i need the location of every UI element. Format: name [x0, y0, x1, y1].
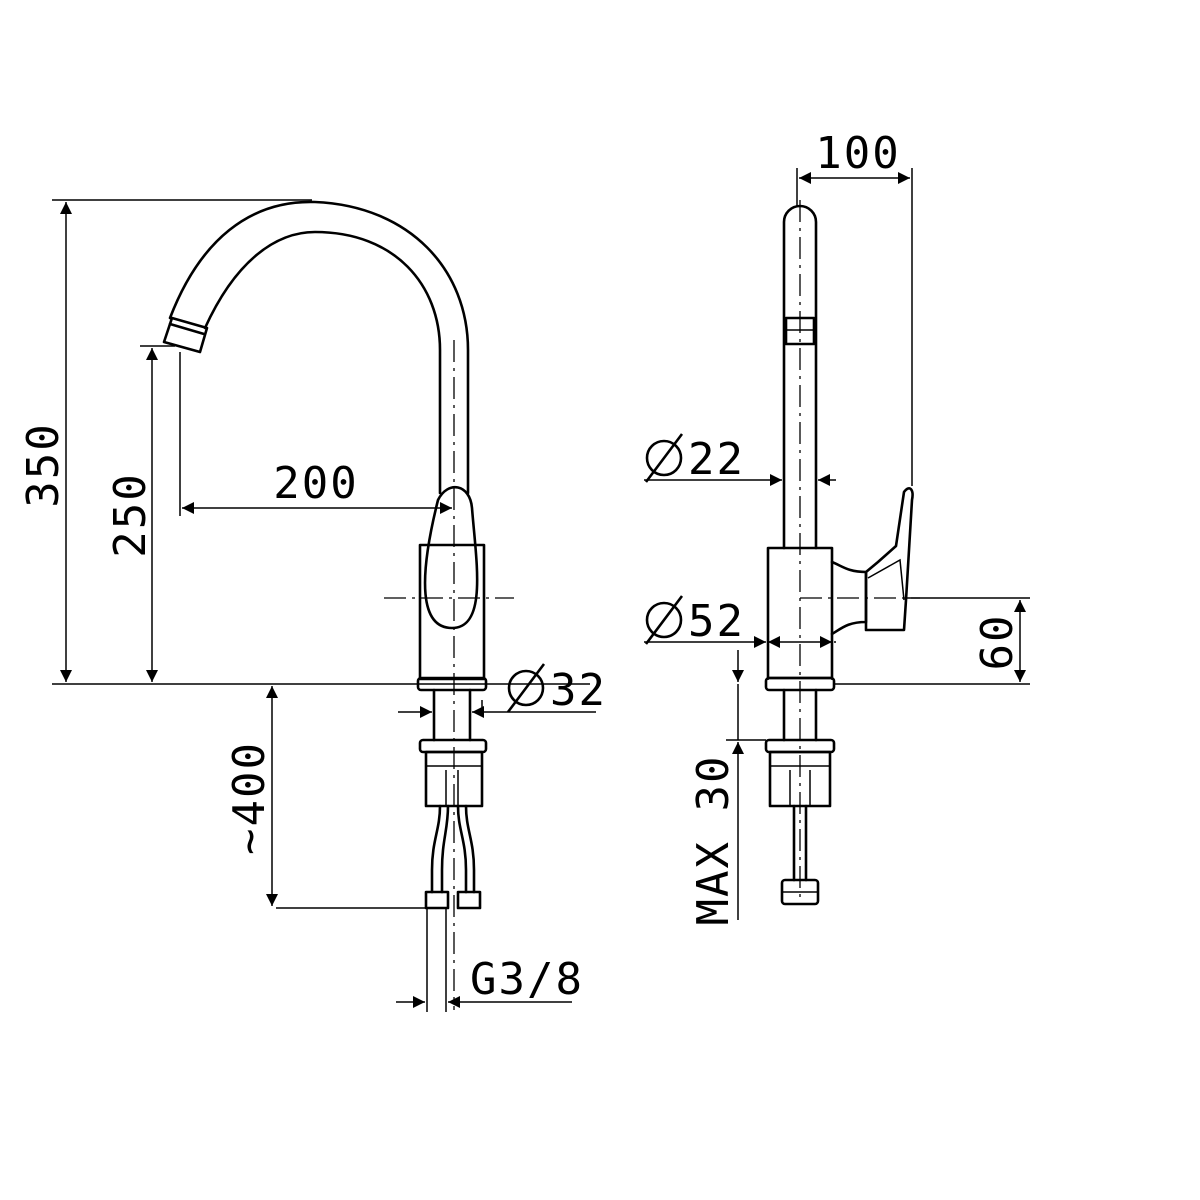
dim-lever-height: 60 — [972, 614, 1023, 671]
spout-outer-outline — [168, 200, 470, 495]
dim-spout-height: 250 — [105, 472, 156, 557]
supply-hose-left — [430, 804, 442, 894]
dim-spout-diameter: 22 — [688, 434, 745, 485]
dim-total-height: 350 — [18, 422, 69, 507]
dim-hose-length: ~400 — [224, 741, 275, 855]
front-lever — [423, 485, 479, 630]
dim-spout-reach: 200 — [273, 458, 358, 509]
front-view: 350 250 200 32 ~400 G3/8 — [18, 199, 607, 1012]
diameter-symbol-52 — [644, 595, 684, 645]
side-lever — [864, 487, 914, 632]
mounting-washer — [418, 738, 488, 754]
diameter-symbol-22 — [644, 433, 684, 483]
dim-base-diameter: 52 — [688, 596, 745, 647]
dim-body-diameter: 32 — [550, 665, 607, 716]
spout-inner-outline — [203, 230, 442, 495]
dim-side-depth: 100 — [815, 128, 900, 179]
aerator-tip — [162, 316, 209, 354]
hose-nut-left — [424, 890, 450, 910]
hose-nut-right — [456, 890, 482, 910]
dim-max-thickness: MAX 30 — [688, 755, 739, 926]
diameter-symbol-32 — [506, 663, 546, 713]
dim-thread-size: G3/8 — [470, 954, 584, 1005]
supply-hose-right — [456, 804, 468, 894]
side-view: 100 22 52 60 MAX 30 — [644, 128, 1030, 925]
